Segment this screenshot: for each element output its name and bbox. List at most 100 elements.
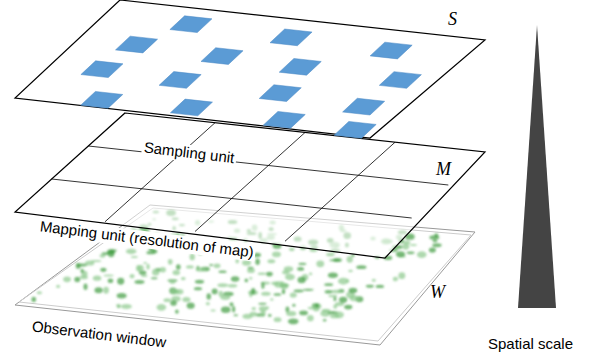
vegetation-patch	[100, 268, 106, 272]
vegetation-patch	[117, 293, 127, 298]
sampling-square	[334, 121, 376, 138]
vegetation-patch	[432, 240, 437, 243]
vegetation-patch	[251, 288, 255, 294]
vegetation-patch	[324, 283, 333, 286]
vegetation-patch	[398, 272, 405, 279]
vegetation-patch	[249, 277, 252, 280]
vegetation-patch	[297, 267, 304, 271]
sampling-square	[81, 61, 123, 78]
vegetation-patch	[126, 249, 136, 254]
vegetation-patch	[298, 263, 306, 265]
vegetation-patch	[233, 314, 238, 316]
vegetation-patch	[255, 259, 260, 266]
vegetation-patch	[289, 247, 295, 251]
vegetation-patch	[288, 318, 299, 324]
vegetation-patch	[83, 283, 87, 290]
vegetation-patch	[80, 275, 88, 279]
vegetation-patch	[339, 297, 347, 303]
vegetation-patch	[104, 274, 114, 276]
vegetation-patch	[294, 290, 304, 293]
vegetation-patch	[328, 295, 337, 297]
vegetation-patch	[163, 298, 170, 302]
vegetation-patch	[271, 282, 279, 285]
vegetation-patch	[282, 289, 285, 294]
vegetation-patch	[210, 309, 215, 311]
grid-line	[285, 142, 395, 241]
vegetation-patch	[181, 277, 186, 280]
vegetation-patch	[328, 272, 338, 277]
vegetation-patch	[146, 251, 155, 254]
sampling-square	[270, 29, 312, 46]
vegetation-patch	[402, 243, 409, 249]
vegetation-patch	[309, 273, 312, 276]
vegetation-patch	[194, 287, 202, 290]
sampling-square	[170, 99, 212, 116]
vegetation-patch	[190, 254, 195, 261]
vegetation-patch	[350, 295, 359, 301]
vegetation-patch	[329, 259, 339, 261]
sampling-square	[259, 85, 301, 102]
mapping-grid	[52, 123, 449, 242]
vegetation-patch	[303, 289, 314, 291]
vegetation-patch	[146, 264, 149, 270]
grid-line	[52, 179, 412, 218]
sampling-square	[343, 98, 385, 115]
vegetation-patch	[187, 303, 195, 309]
vegetation-patch	[131, 256, 138, 258]
vegetation-patch	[316, 260, 324, 267]
vegetation-patch	[282, 270, 289, 274]
sampling-square	[81, 91, 123, 108]
sampling-square	[116, 36, 158, 53]
vegetation-patch	[261, 310, 266, 317]
vegetation-patch	[247, 268, 255, 273]
vegetation-patch	[330, 314, 339, 319]
vegetation-patch	[406, 251, 414, 254]
vegetation-patch	[91, 260, 101, 262]
layer-label: Observation window	[29, 318, 169, 351]
vegetation-patch	[344, 305, 352, 310]
vegetation-patch	[176, 264, 181, 270]
vegetation-patch	[157, 304, 167, 311]
vegetation-patch	[333, 297, 336, 302]
vegetation-patch	[63, 277, 71, 283]
vegetation-patch	[116, 304, 121, 307]
vegetation-patch	[323, 319, 326, 321]
vegetation-patch	[206, 302, 210, 305]
vegetation-patch	[274, 317, 282, 322]
vegetation-patch	[396, 251, 405, 257]
sampling-units	[81, 16, 422, 138]
vegetation-patch	[258, 303, 266, 305]
vegetation-patch	[292, 304, 295, 307]
vegetation-patch	[138, 265, 144, 272]
vegetation-patch	[109, 249, 117, 251]
layer-letter: S	[446, 10, 459, 30]
vegetation-patch	[172, 270, 180, 275]
vegetation-patch	[217, 283, 228, 287]
sampling-square	[159, 72, 201, 89]
vegetation-patch	[108, 278, 114, 283]
vegetation-patch	[393, 277, 398, 282]
vegetation-patch	[298, 277, 306, 283]
vegetation-patch	[169, 280, 175, 284]
layer-letter: W	[428, 283, 447, 303]
vegetation-patch	[266, 272, 273, 277]
vegetation-patch	[93, 275, 101, 280]
vegetation-patch	[134, 280, 144, 284]
vegetation-patch	[356, 265, 366, 269]
vegetation-patch	[331, 290, 342, 294]
sampling-plane	[15, 0, 485, 138]
vegetation-patch	[212, 289, 218, 295]
vegetation-patch	[280, 281, 284, 288]
vegetation-patch	[285, 274, 295, 281]
vegetation-patch	[245, 279, 249, 283]
vegetation-patch	[170, 289, 179, 294]
scale-triangle	[518, 25, 556, 308]
vegetation-patch	[242, 260, 251, 266]
vegetation-patch	[170, 300, 177, 306]
vegetation-patch	[272, 251, 281, 257]
vegetation-patch	[207, 293, 211, 300]
vegetation-patch	[228, 284, 238, 288]
vegetation-patch	[221, 307, 231, 313]
vegetation-patch	[322, 309, 331, 313]
vegetation-patch	[31, 297, 36, 302]
